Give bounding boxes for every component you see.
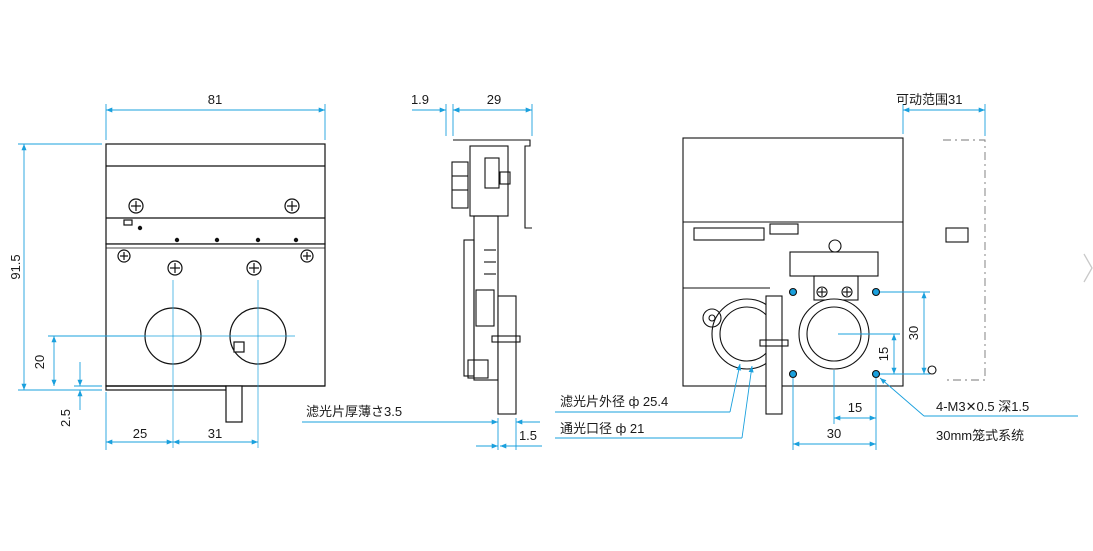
back-view <box>682 137 986 415</box>
dim-15-horizontal: 15 <box>848 400 862 415</box>
dim-30-horizontal: 30 <box>827 426 841 441</box>
screw-icon <box>128 198 144 214</box>
screw-icon <box>167 260 183 276</box>
screw-spec-label: 4-M3✕0.5 深1.5 <box>936 399 1029 414</box>
movable-range-label: 可动范围31 <box>896 92 962 107</box>
back-dimensions: 可动范围31 30 15 15 30 滤光片外径 ф 25.4 通光口径 ф 2… <box>555 92 1078 450</box>
filter-od-label: 滤光片外径 ф 25.4 <box>560 394 668 409</box>
dim-20: 20 <box>32 355 47 369</box>
dim-81: 81 <box>208 92 222 107</box>
side-dimensions: 1.9 29 滤光片厚薄さ3.5 1.5 <box>302 92 542 450</box>
dim-31: 31 <box>208 426 222 441</box>
screw-icon <box>117 249 131 263</box>
dim-30-vertical: 30 <box>906 326 921 340</box>
dim-25: 25 <box>133 426 147 441</box>
dim-91-5: 91.5 <box>8 254 23 279</box>
dim-1-5: 1.5 <box>519 428 537 443</box>
screw-icon <box>300 249 314 263</box>
chevron-right-icon[interactable] <box>1083 253 1093 283</box>
front-view <box>105 143 326 448</box>
dim-1-9: 1.9 <box>411 92 429 107</box>
dim-2-5: 2.5 <box>58 409 73 427</box>
screw-icon <box>246 260 262 276</box>
screw-icon <box>816 286 828 298</box>
screw-icon <box>284 198 300 214</box>
screw-icon <box>841 286 853 298</box>
dim-29: 29 <box>487 92 501 107</box>
filter-thickness-label: 滤光片厚薄さ3.5 <box>306 404 402 419</box>
dim-15-vertical: 15 <box>876 347 891 361</box>
front-dimensions: 81 91.5 20 2.5 25 31 <box>8 92 326 450</box>
cage-system-label: 30mm笼式系统 <box>936 428 1024 443</box>
side-view <box>451 139 532 415</box>
aperture-label: 通光口径 ф 21 <box>560 421 644 436</box>
